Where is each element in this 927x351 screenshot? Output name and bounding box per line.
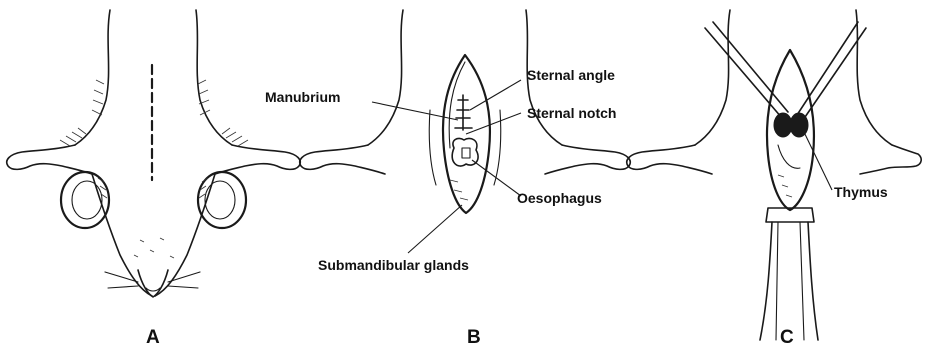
label-manubrium: Manubrium <box>265 89 340 105</box>
panel-b-drawing <box>300 10 630 253</box>
panel-label-c: C <box>780 327 794 348</box>
label-sternal-angle: Sternal angle <box>527 67 615 83</box>
label-sternal-notch: Sternal notch <box>527 105 616 121</box>
panel-label-a: A <box>146 327 160 348</box>
label-submandibular-glands: Submandibular glands <box>318 257 469 273</box>
panel-a-drawing <box>7 10 300 297</box>
panel-label-b: B <box>467 327 481 348</box>
panel-c-drawing <box>627 10 921 340</box>
label-thymus: Thymus <box>834 184 888 200</box>
label-oesophagus: Oesophagus <box>517 190 602 206</box>
